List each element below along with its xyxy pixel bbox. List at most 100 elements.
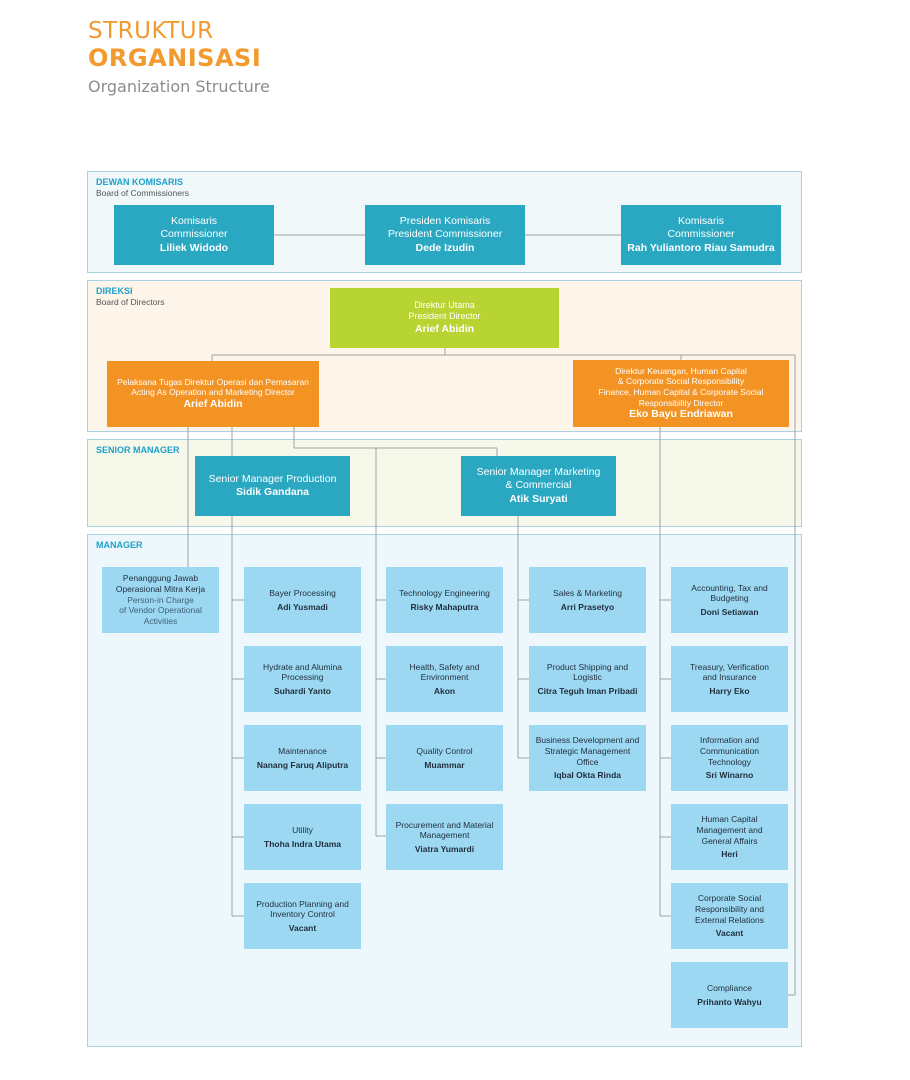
box-name: Iqbal Okta Rinda <box>553 770 622 781</box>
box-name: Thoha Indra Utama <box>264 838 341 849</box>
manager-box-finance: Corporate Social Responsibility and Exte… <box>671 883 788 949</box>
box-title-1: Treasury, Verification <box>690 661 769 672</box>
president-commissioner-box: Presiden Komisaris President Commissione… <box>365 205 525 265</box>
box-name: Vacant <box>715 928 744 939</box>
box-name: Liliek Widodo <box>159 241 229 254</box>
box-title-en: President Commissioner <box>387 228 503 241</box>
box-title-id-2: Operasional Mitra Kerja <box>115 584 206 595</box>
manager-box-finance: Human Capital Management and General Aff… <box>671 804 788 870</box>
manager-box-finance: Accounting, Tax and Budgeting Doni Setia… <box>671 567 788 633</box>
box-title-3: Technology <box>707 756 751 767</box>
box-name: Atik Suryati <box>509 492 568 505</box>
box-name: Citra Teguh Iman Pribadi <box>537 685 638 696</box>
commissioner-box-left: Komisaris Commissioner Liliek Widodo <box>114 205 274 265</box>
manager-box-production: Bayer Processing Adi Yusmadi <box>244 567 361 633</box>
box-title-1: Accounting, Tax and <box>691 582 768 593</box>
band-label: SENIOR MANAGER <box>96 445 180 455</box>
box-name: Viatra Yumardi <box>414 843 475 854</box>
page-title-line1: STRUKTUR <box>88 18 214 44</box>
manager-box-marketing: Product Shipping and Logistic Citra Tegu… <box>529 646 646 712</box>
box-name: Arief Abidin <box>183 398 243 411</box>
box-name: Nanang Faruq Aliputra <box>256 759 349 770</box>
manager-box-operations: Technology Engineering Risky Mahaputra <box>386 567 503 633</box>
box-title-2: Communication <box>699 745 760 756</box>
box-title-2: Management <box>419 830 470 841</box>
box-name: Prihanto Wahyu <box>697 996 762 1007</box>
box-name: Sidik Gandana <box>236 486 309 498</box>
band-label: DEWAN KOMISARIS <box>96 177 184 187</box>
box-title-en-1: Finance, Human Capital & Corporate Socia… <box>598 386 764 397</box>
box-title-1: Product Shipping and <box>546 661 629 672</box>
box-title-2: and Insurance <box>702 672 757 683</box>
manager-box-operations: Procurement and Material Management Viat… <box>386 804 503 870</box>
box-title-id: Komisaris <box>170 215 218 228</box>
manager-box-production: Production Planning and Inventory Contro… <box>244 883 361 949</box>
senior-manager-marketing-box: Senior Manager Marketing & Commercial At… <box>461 456 616 516</box>
box-name: Doni Setiawan <box>700 606 759 617</box>
box-title-3: Office <box>576 756 599 767</box>
president-director-box: Direktur Utama President Director Arief … <box>330 288 559 348</box>
box-title-2: Processing <box>281 672 324 683</box>
box-title-1: Senior Manager Marketing <box>476 466 601 479</box>
page-subtitle: Organization Structure <box>88 77 270 96</box>
band-sublabel: Board of Directors <box>96 297 165 307</box>
band-label: MANAGER <box>96 540 143 550</box>
box-title-3: External Relations <box>695 914 764 925</box>
manager-box-operations: Health, Safety and Environment Akon <box>386 646 503 712</box>
box-name: Harry Eko <box>709 685 750 696</box>
box-title-en: Commissioner <box>667 228 735 241</box>
commissioner-box-right: Komisaris Commissioner Rah Yuliantoro Ri… <box>621 205 781 265</box>
vendor-pic-box: Penanggung Jawab Operasional Mitra Kerja… <box>102 567 219 633</box>
manager-box-operations: Quality Control Muammar <box>386 725 503 791</box>
box-name: Risky Mahaputra <box>410 601 479 612</box>
director-operations-box: Pelaksana Tugas Direktur Operasi dan Pem… <box>107 361 319 427</box>
senior-manager-production-box: Senior Manager Production Sidik Gandana <box>195 456 350 516</box>
box-title-en-1: Person-in Charge <box>127 594 194 605</box>
box-title-en-2: Responsibility Director <box>638 397 724 408</box>
box-name: Sri Winarno <box>705 770 754 781</box>
box-name: Adi Yusmadi <box>277 601 328 612</box>
box-title-1: Quality Control <box>416 745 473 756</box>
box-title-id-2: & Corporate Social Responsibility <box>617 376 745 387</box>
box-title-1: Maintenance <box>278 745 327 756</box>
box-title-1: Information and <box>699 735 760 746</box>
manager-box-finance: Treasury, Verification and Insurance Har… <box>671 646 788 712</box>
box-title-1: Human Capital <box>701 814 758 825</box>
box-name: Eko Bayu Endriawan <box>629 408 733 421</box>
box-title-3: General Affairs <box>701 835 758 846</box>
box-title-2: Strategic Management <box>544 745 631 756</box>
box-title-id: Direktur Utama <box>414 300 475 311</box>
box-title-2: Inventory Control <box>270 909 335 920</box>
box-name: Arri Prasetyo <box>560 601 615 612</box>
box-name: Akon <box>433 685 456 696</box>
box-title-en-3: Activities <box>143 615 178 626</box>
box-title-2: Budgeting <box>710 593 749 604</box>
box-name: Muammar <box>424 759 465 770</box>
band-sublabel: Board of Commissioners <box>96 188 190 198</box>
box-title-1: Sales & Marketing <box>553 587 622 598</box>
box-title-2: & Commercial <box>505 479 572 492</box>
box-title-id: Pelaksana Tugas Direktur Operasi dan Pem… <box>117 376 309 387</box>
box-name: Arief Abidin <box>414 322 475 335</box>
manager-box-marketing: Business Development and Strategic Manag… <box>529 725 646 791</box>
manager-box-marketing: Sales & Marketing Arri Prasetyo <box>529 567 646 633</box>
box-title-2: Responsibility and <box>695 903 764 914</box>
manager-box-production: Hydrate and Alumina Processing Suhardi Y… <box>244 646 361 712</box>
box-title-1: Hydrate and Alumina <box>263 661 342 672</box>
box-title-1: Health, Safety and <box>409 661 480 672</box>
manager-box-finance: Compliance Prihanto Wahyu <box>671 962 788 1028</box>
box-title-1: Business Development and <box>535 735 640 746</box>
box-title-2: Management and <box>696 824 763 835</box>
box-name: Rah Yuliantoro Riau Samudra <box>627 241 775 254</box>
box-title-2: Environment <box>420 672 469 683</box>
box-title-1: Bayer Processing <box>269 587 336 598</box>
box-title-en: President Director <box>408 311 481 322</box>
box-title-en: Acting As Operation and Marketing Direct… <box>131 387 295 398</box>
page-title-line2: ORGANISASI <box>88 44 262 72</box>
box-title-2: Logistic <box>573 672 602 683</box>
box-title-1: Production Planning and <box>256 898 349 909</box>
box-title-id: Komisaris <box>677 215 725 228</box>
box-title-id-1: Direktur Keuangan, Human Capital <box>615 365 747 376</box>
band-label: DIREKSI <box>96 286 133 296</box>
box-title-1: Procurement and Material <box>395 819 494 830</box>
